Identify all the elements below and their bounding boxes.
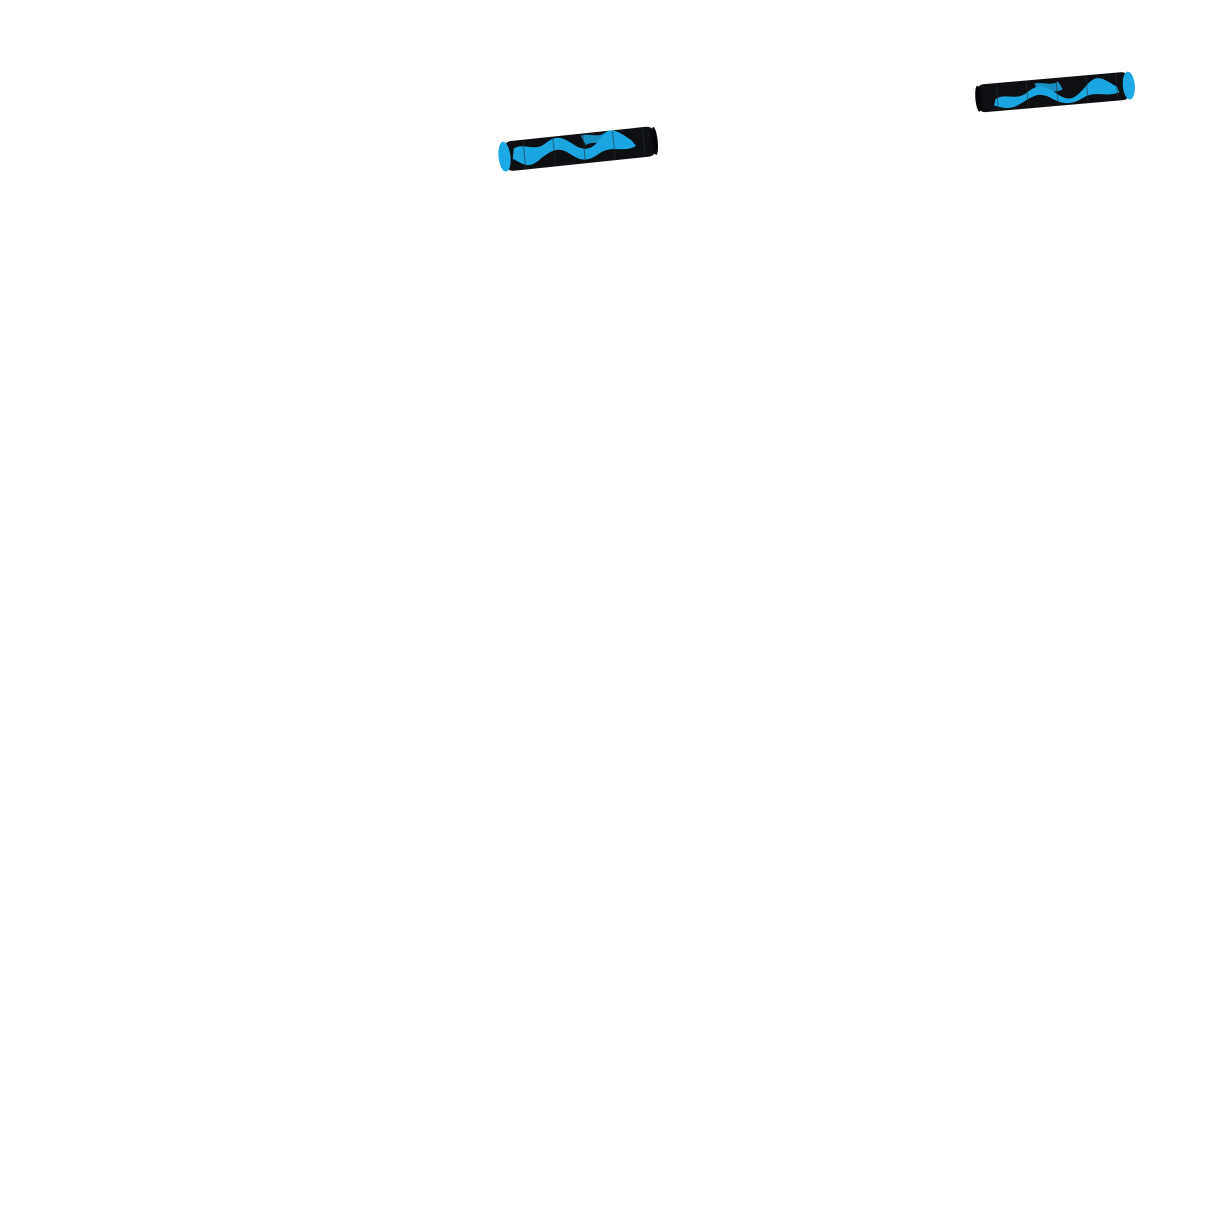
grip-swirl xyxy=(994,78,1120,108)
handlebar-grip-icon xyxy=(498,126,659,172)
grip-end-cap xyxy=(1122,71,1135,100)
grip-swirl-accent xyxy=(1034,81,1063,94)
grip-left xyxy=(494,118,662,178)
grip-swirl-accent xyxy=(580,133,610,146)
grip-ribs xyxy=(522,128,646,169)
grip-open-end xyxy=(651,127,659,155)
grip-end-cap xyxy=(498,141,511,172)
grip-ribs xyxy=(995,73,1119,111)
grip-open-end xyxy=(975,85,982,112)
handlebar-grip-icon xyxy=(975,71,1135,113)
grip-right xyxy=(971,66,1139,116)
